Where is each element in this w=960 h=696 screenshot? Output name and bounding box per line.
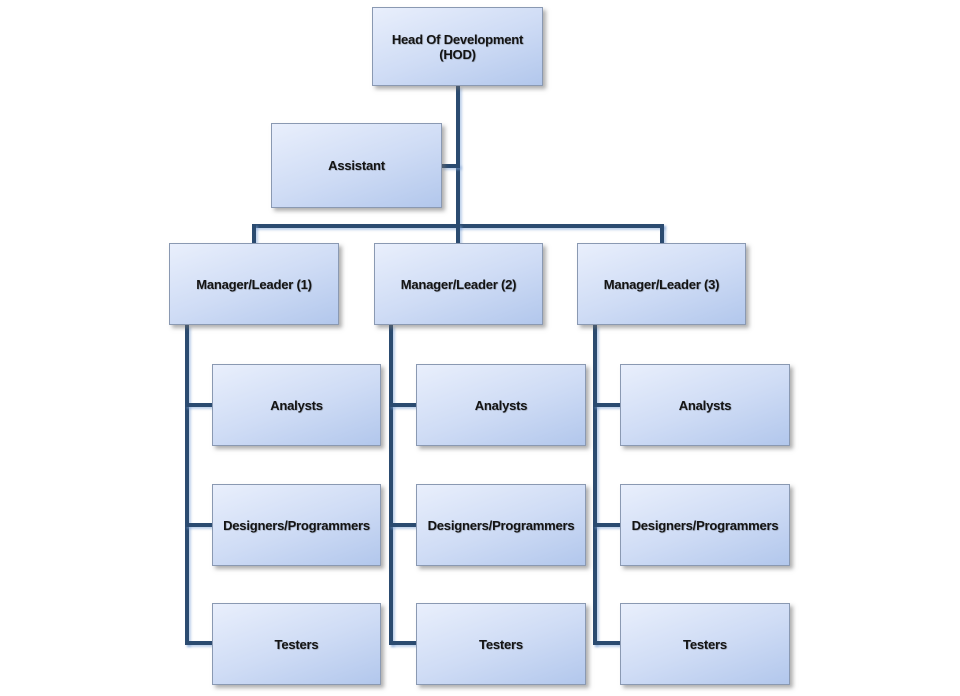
- node-designers-3: Designers/Programmers: [620, 484, 790, 566]
- node-analysts-2: Analysts: [416, 364, 586, 446]
- connector-branch-manager-2: [389, 325, 393, 645]
- connector-drop-manager-3: [660, 224, 664, 243]
- node-head-of-development: Head Of Development (HOD): [372, 7, 543, 86]
- connector-assistant-stub: [441, 164, 460, 168]
- connector-drop-manager-1: [252, 224, 256, 243]
- node-assistant: Assistant: [271, 123, 442, 208]
- node-analysts-1: Analysts: [212, 364, 381, 446]
- node-manager-leader-3: Manager/Leader (3): [577, 243, 746, 325]
- connector-stub-m1-testers: [185, 641, 212, 645]
- connector-stub-m3-analysts: [593, 403, 620, 407]
- connector-hod-vertical: [456, 86, 460, 228]
- connector-stub-m2-designers: [389, 523, 416, 527]
- node-testers-3: Testers: [620, 603, 790, 685]
- connector-branch-manager-1: [185, 325, 189, 645]
- node-analysts-3: Analysts: [620, 364, 790, 446]
- connector-drop-manager-2: [456, 224, 460, 243]
- connector-stub-m1-designers: [185, 523, 212, 527]
- connector-stub-m2-testers: [389, 641, 416, 645]
- node-testers-1: Testers: [212, 603, 381, 685]
- connector-stub-m1-analysts: [185, 403, 212, 407]
- node-manager-leader-1: Manager/Leader (1): [169, 243, 339, 325]
- node-designers-2: Designers/Programmers: [416, 484, 586, 566]
- connector-stub-m3-designers: [593, 523, 620, 527]
- node-manager-leader-2: Manager/Leader (2): [374, 243, 543, 325]
- connector-stub-m2-analysts: [389, 403, 416, 407]
- node-testers-2: Testers: [416, 603, 586, 685]
- connector-stub-m3-testers: [593, 641, 620, 645]
- connector-branch-manager-3: [593, 325, 597, 645]
- node-designers-1: Designers/Programmers: [212, 484, 381, 566]
